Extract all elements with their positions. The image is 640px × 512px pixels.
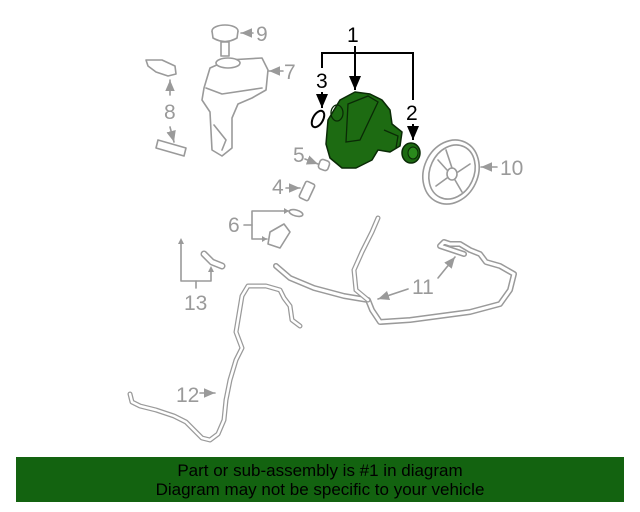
part-o-ring[interactable] [309,109,327,130]
callout-7[interactable]: 7 [284,61,296,84]
part-pressure-hose[interactable] [127,283,303,443]
callout-11[interactable]: 11 [412,276,434,299]
part-fitting[interactable] [298,180,316,202]
part-pump-seal[interactable] [401,142,421,164]
part-reservoir[interactable] [201,57,269,157]
callout-1[interactable]: 1 [347,24,359,47]
part-reservoir-cap[interactable] [211,24,239,57]
parts-diagram: 9 7 8 1 3 2 10 5 [127,23,523,443]
part-pulley[interactable] [413,131,490,214]
banner-line-1: Part or sub-assembly is #1 in diagram [177,461,463,480]
info-banner: Part or sub-assembly is #1 in diagram Di… [16,457,624,502]
part-supply-hoses[interactable] [138,226,226,292]
part-power-steering-pump[interactable] [325,91,403,169]
part-reservoir-brackets[interactable] [145,59,187,157]
part-return-hose[interactable] [273,215,517,325]
part-fitting-with-o-ring[interactable] [267,208,304,249]
callout-10[interactable]: 10 [500,157,523,180]
callout-6[interactable]: 6 [228,214,240,237]
callout-3[interactable]: 3 [316,70,328,93]
callout-9[interactable]: 9 [256,23,268,46]
callout-8[interactable]: 8 [164,101,176,124]
callout-12[interactable]: 12 [176,384,199,407]
banner-line-2: Diagram may not be specific to your vehi… [155,480,485,499]
callout-2[interactable]: 2 [406,102,418,125]
callout-4[interactable]: 4 [272,176,284,199]
part-connector[interactable] [317,158,331,172]
callout-5[interactable]: 5 [293,144,305,167]
callout-13[interactable]: 13 [184,292,207,315]
